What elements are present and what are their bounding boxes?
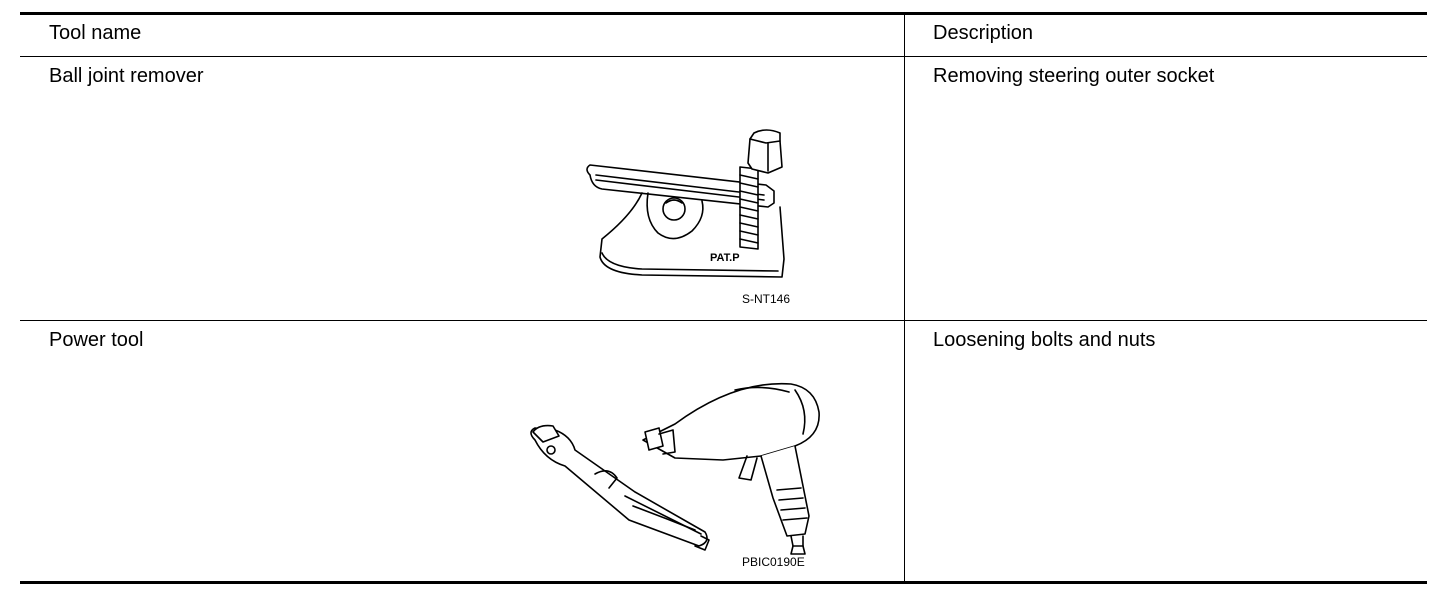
ball-joint-remover-icon: PAT.P (582, 127, 802, 277)
table-bottom-rule (20, 581, 1427, 584)
row-1-tool-name: Ball joint remover (49, 65, 204, 87)
column-divider (904, 15, 905, 581)
row-divider (20, 320, 1427, 321)
table-top-rule (20, 12, 1427, 15)
row-1-description: Removing steering outer socket (933, 65, 1215, 87)
header-rule (20, 56, 1427, 57)
figure-code-power-tool: PBIC0190E (742, 555, 805, 569)
row-2-description: Loosening bolts and nuts (933, 329, 1156, 351)
header-tool-name: Tool name (49, 22, 142, 44)
power-tool-icon (525, 370, 835, 560)
pat-p-stamp: PAT.P (710, 252, 740, 264)
figure-code-ball-joint: S-NT146 (742, 292, 791, 306)
tool-table: Tool name Description Ball joint remover… (20, 12, 1427, 584)
header-description: Description (933, 22, 1034, 44)
row-2-tool-name: Power tool (49, 329, 144, 351)
